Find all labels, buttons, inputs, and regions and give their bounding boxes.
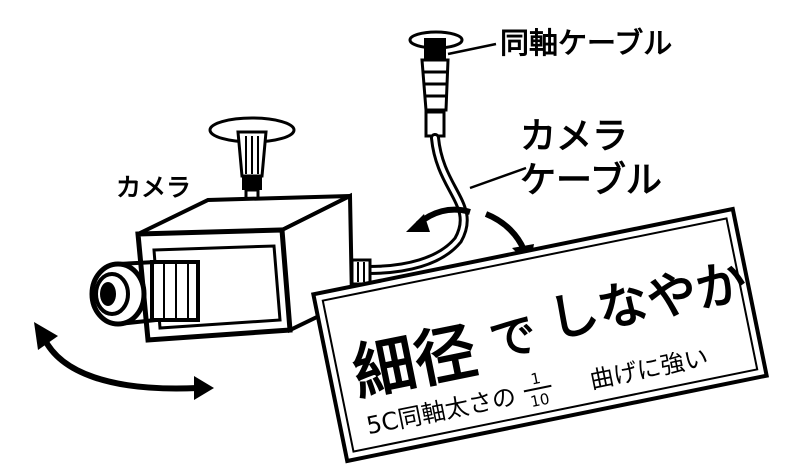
coax-cable-mount [408,30,497,138]
coax-cable-label: 同軸ケーブル [500,26,672,60]
camera-cable-label-line1: カメラ [520,116,628,157]
fraction-denominator: 10 [529,390,551,411]
bend-arrow-right [484,211,527,252]
camera-label: カメラ [116,173,191,202]
fraction-numerator: 1 [529,369,542,389]
headline-de: で [485,306,541,368]
rotation-arrow [41,336,199,392]
feature-banner: 細径 で しなやか 5C同軸太さの 1 10 曲げに強い [310,206,770,464]
camera-body [89,116,372,343]
fraction-bar [523,384,552,393]
camera-cable-label-line2: ケーブル [520,159,662,201]
